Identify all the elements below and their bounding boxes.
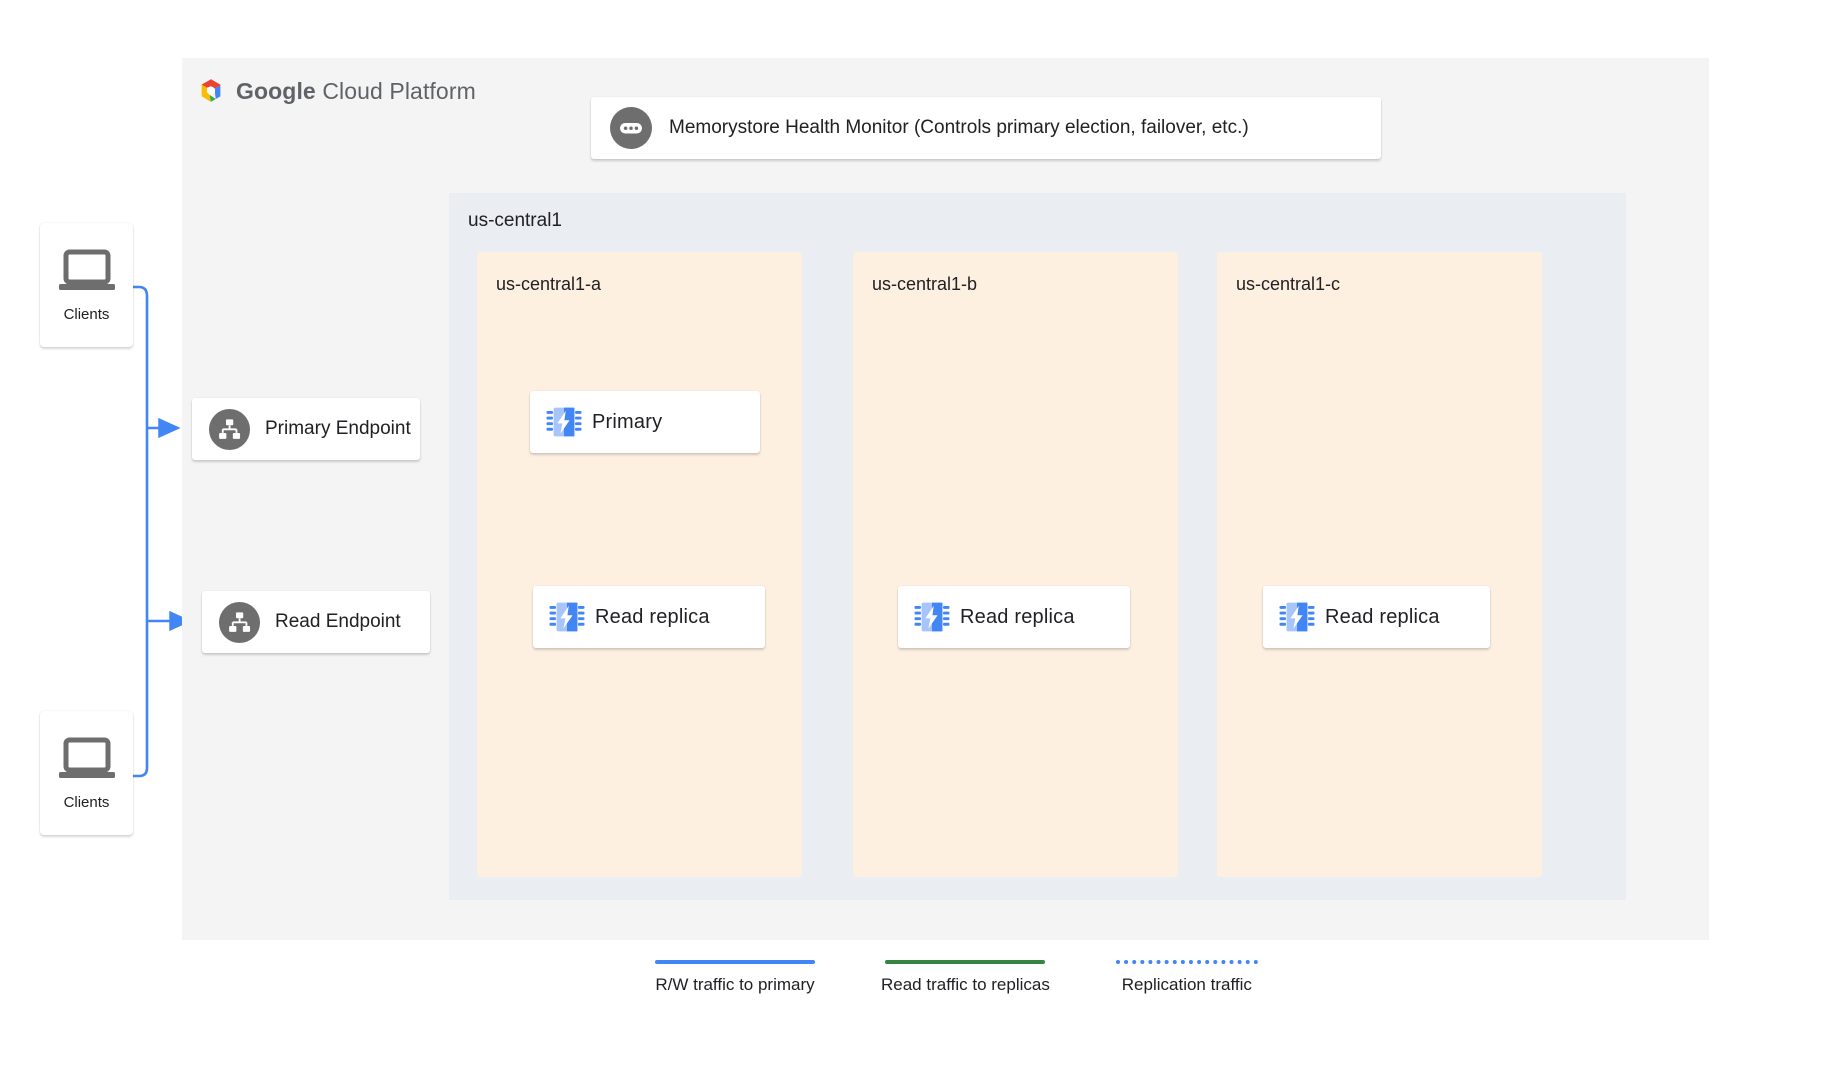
clients-card-top[interactable]: Clients <box>40 223 133 347</box>
read-endpoint-label: Read Endpoint <box>275 611 401 632</box>
zone-us-central1-b: us-central1-b <box>853 252 1178 877</box>
read-replica-label-c: Read replica <box>1325 605 1440 628</box>
clients-card-bottom[interactable]: Clients <box>40 711 133 835</box>
zone-us-central1-a: us-central1-a <box>477 252 802 877</box>
legend-item-read-traffic: Read traffic to replicas <box>881 960 1050 995</box>
read-replica-card-a[interactable]: Read replica <box>533 586 765 648</box>
legend-item-rw-traffic: R/W traffic to primary <box>655 960 815 995</box>
memorystore-chip-icon <box>1279 602 1315 632</box>
legend-swatch-blue-solid <box>655 960 815 964</box>
legend-swatch-blue-dotted <box>1115 960 1258 964</box>
endpoint-hierarchy-icon <box>208 408 251 450</box>
legend: R/W traffic to primary Read traffic to r… <box>655 960 1305 1020</box>
laptop-icon <box>58 737 115 778</box>
read-replica-card-c[interactable]: Read replica <box>1263 586 1490 648</box>
read-replica-card-b[interactable]: Read replica <box>898 586 1130 648</box>
gcp-brand-text: Google Cloud Platform <box>236 78 476 105</box>
laptop-icon <box>58 249 115 290</box>
read-replica-label-a: Read replica <box>595 605 710 628</box>
primary-endpoint-card[interactable]: Primary Endpoint <box>192 398 420 460</box>
legend-label-rw-traffic: R/W traffic to primary <box>655 975 815 994</box>
memorystore-chip-icon <box>549 602 585 632</box>
region-label: us-central1 <box>468 210 562 231</box>
gcp-brand-light: Cloud Platform <box>315 77 476 104</box>
memorystore-chip-icon <box>914 602 950 632</box>
legend-label-replication-traffic: Replication traffic <box>1121 975 1252 994</box>
zone-label-b: us-central1-b <box>872 274 978 294</box>
primary-node-card[interactable]: Primary <box>530 391 760 453</box>
zone-us-central1-c: us-central1-c <box>1217 252 1542 877</box>
read-replica-label-b: Read replica <box>960 605 1075 628</box>
memorystore-health-monitor-label: Memorystore Health Monitor (Controls pri… <box>669 117 1249 138</box>
gcp-brand: Google Cloud Platform <box>196 74 476 108</box>
google-cloud-hexagon-icon <box>201 79 221 102</box>
memorystore-health-monitor-card[interactable]: Memorystore Health Monitor (Controls pri… <box>591 97 1381 159</box>
client-bus-line <box>133 285 149 778</box>
memorystore-chip-icon <box>546 407 582 437</box>
legend-swatch-green-solid <box>885 960 1046 964</box>
legend-label-read-traffic: Read traffic to replicas <box>881 975 1050 994</box>
zone-label-a: us-central1-a <box>496 274 602 294</box>
clients-label-top: Clients <box>63 305 110 323</box>
endpoint-hierarchy-icon <box>218 601 261 643</box>
primary-endpoint-label: Primary Endpoint <box>265 418 411 439</box>
gcp-brand-bold: Google <box>236 77 316 104</box>
health-monitor-icon <box>610 107 652 149</box>
primary-node-label: Primary <box>592 410 663 433</box>
clients-label-bottom: Clients <box>63 793 110 811</box>
read-endpoint-card[interactable]: Read Endpoint <box>202 591 430 653</box>
zone-label-c: us-central1-c <box>1236 274 1341 294</box>
legend-item-replication-traffic: Replication traffic <box>1115 960 1258 995</box>
